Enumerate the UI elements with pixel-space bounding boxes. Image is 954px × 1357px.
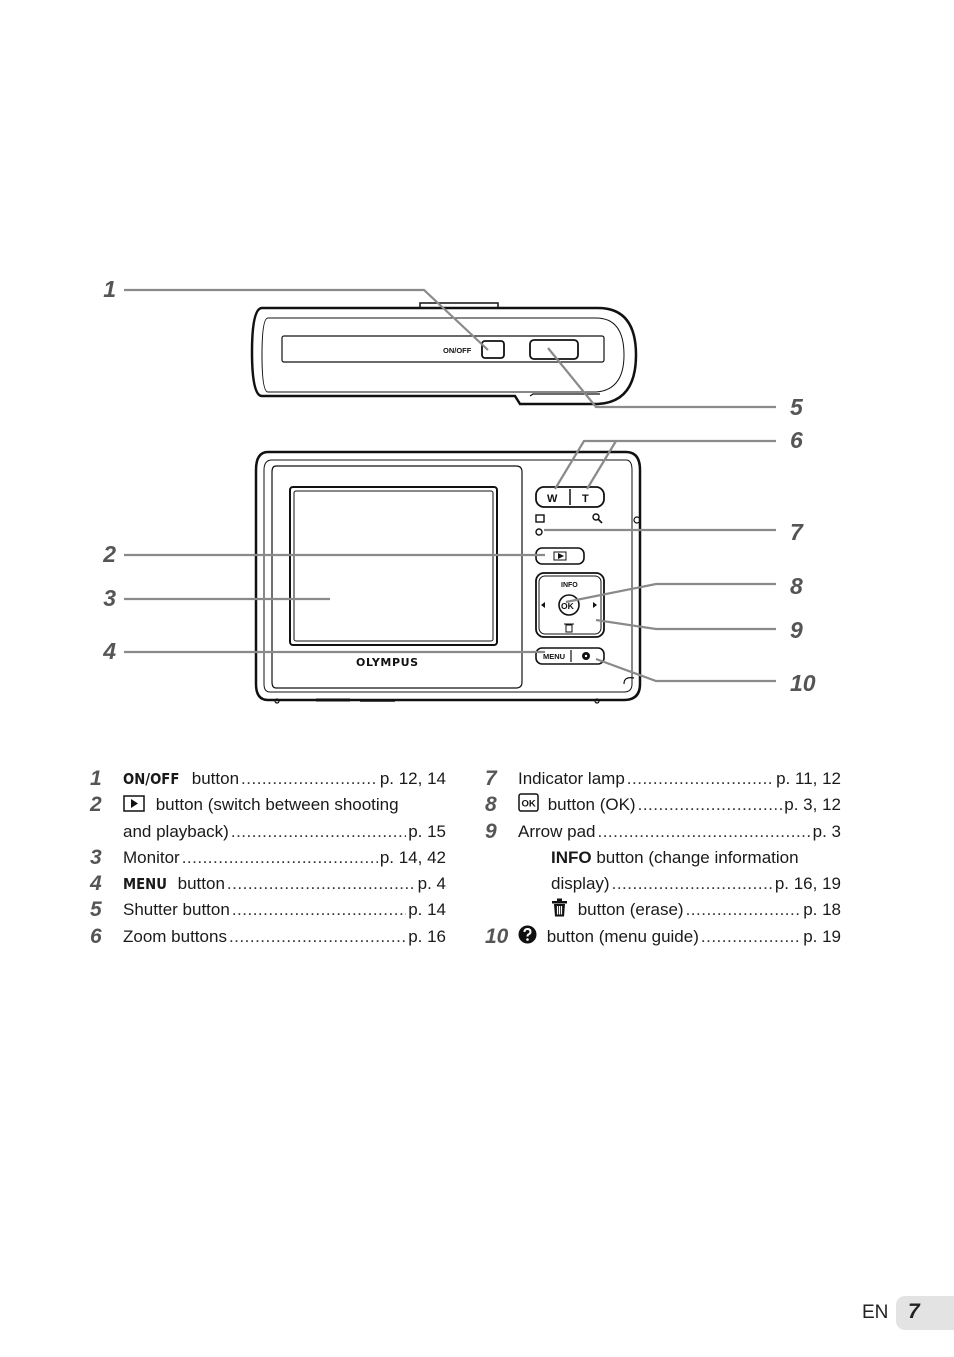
legend-num: 5 bbox=[90, 898, 102, 922]
legend-num: 2 bbox=[90, 793, 102, 817]
legend-label: Indicator lamp bbox=[518, 769, 625, 788]
legend-item-10: 10 button (menu guide) p. 19 bbox=[485, 924, 841, 950]
trash-icon bbox=[552, 898, 567, 917]
legend-item-4: 4 MENU button p. 4 bbox=[90, 871, 446, 897]
legend-item-1: 1 ON/OFF button p. 12, 14 bbox=[90, 766, 446, 792]
legend-item-9-info-cont: display) p. 16, 19 bbox=[485, 871, 841, 897]
legend-num: 3 bbox=[90, 845, 102, 869]
legend-label: button bbox=[187, 769, 240, 788]
brand-logo: OLYMPUS bbox=[356, 656, 419, 669]
legend-num: 6 bbox=[90, 924, 102, 948]
legend-num: 10 bbox=[485, 924, 509, 948]
legend-right: 7 Indicator lamp p. 11, 12 8 OK button (… bbox=[485, 766, 841, 950]
legend-num: 8 bbox=[485, 793, 497, 817]
arrow-pad bbox=[535, 572, 605, 638]
legend-num: 4 bbox=[90, 872, 102, 896]
info-label: INFO bbox=[561, 582, 578, 589]
legend-item-3: 3 Monitor p. 14, 42 bbox=[90, 845, 446, 871]
camera-diagram: ON/OFF bbox=[124, 288, 776, 704]
menu-label: MENU bbox=[543, 652, 565, 661]
callout-8: 8 bbox=[790, 573, 803, 599]
on-off-label: ON/OFF bbox=[443, 346, 472, 355]
legend-item-6: 6 Zoom buttons p. 16 bbox=[90, 924, 446, 950]
callout-4: 4 bbox=[103, 638, 116, 664]
legend-label: button (menu guide) bbox=[542, 926, 699, 946]
legend-label-cont: display) bbox=[551, 874, 610, 894]
legend-label: button (switch between shooting bbox=[151, 795, 399, 815]
legend-page: p. 11, 12 bbox=[776, 769, 841, 788]
callout-9: 9 bbox=[790, 617, 803, 643]
callout-6: 6 bbox=[790, 427, 803, 453]
menu-button bbox=[535, 647, 605, 665]
callout-2: 2 bbox=[103, 541, 116, 567]
ok-icon: OK bbox=[518, 793, 539, 813]
language-label: EN bbox=[862, 1302, 889, 1323]
legend-label: button (erase) bbox=[573, 900, 684, 920]
legend-label: Zoom buttons bbox=[123, 926, 227, 946]
page-number-tab bbox=[896, 1296, 954, 1330]
legend-item-7: 7 Indicator lamp p. 11, 12 bbox=[485, 766, 841, 792]
help-icon bbox=[518, 925, 537, 944]
legend-label: button bbox=[172, 874, 225, 894]
legend-page: p. 16 bbox=[408, 926, 446, 946]
zoom-wide-label: W bbox=[547, 493, 558, 505]
legend-num: 7 bbox=[485, 767, 497, 790]
legend-page: p. 14, 42 bbox=[379, 847, 446, 867]
callout-7: 7 bbox=[790, 519, 803, 545]
playback-icon bbox=[123, 795, 145, 813]
legend-item-2-cont: and playback) p. 15 bbox=[90, 819, 446, 845]
callout-5: 5 bbox=[790, 394, 803, 420]
legend-page: p. 15 bbox=[408, 821, 446, 841]
page-number: 7 bbox=[908, 1300, 920, 1323]
legend-page: p. 3 bbox=[812, 821, 841, 841]
callout-lines bbox=[124, 288, 776, 683]
legend-page: p. 16, 19 bbox=[774, 874, 841, 894]
svg-text:OK: OK bbox=[522, 799, 536, 810]
legend-page: p. 18 bbox=[803, 900, 841, 920]
legend-page: p. 12, 14 bbox=[379, 769, 446, 788]
legend-label-cont: and playback) bbox=[123, 821, 229, 841]
camera-top-view bbox=[250, 302, 638, 406]
legend-page: p. 19 bbox=[803, 926, 841, 946]
ok-button bbox=[558, 594, 580, 616]
info-text: INFO bbox=[551, 847, 592, 867]
callout-10: 10 bbox=[790, 670, 816, 696]
legend-page: p. 3, 12 bbox=[784, 795, 841, 815]
legend-item-9-info: INFO button (change information bbox=[485, 845, 841, 871]
legend-item-9: 9 Arrow pad p. 3 bbox=[485, 819, 841, 845]
legend-label: Arrow pad bbox=[518, 821, 596, 841]
ok-label: OK bbox=[561, 601, 575, 611]
callout-3: 3 bbox=[103, 585, 116, 611]
legend-page: p. 14 bbox=[408, 900, 446, 920]
legend-label: Monitor bbox=[123, 847, 180, 867]
legend-item-2: 2 button (switch between shooting bbox=[90, 792, 446, 818]
callout-1: 1 bbox=[103, 276, 116, 302]
legend-num: 9 bbox=[485, 819, 497, 843]
camera-back-view bbox=[254, 450, 642, 704]
legend-item-8: 8 OK button (OK) p. 3, 12 bbox=[485, 792, 841, 818]
legend-page: p. 4 bbox=[417, 874, 446, 894]
legend-label: Shutter button bbox=[123, 900, 230, 920]
legend-left: 1 ON/OFF button p. 12, 14 2 button (swit… bbox=[90, 766, 446, 950]
legend-item-9-erase: button (erase) p. 18 bbox=[485, 897, 841, 923]
menu-text: MENU bbox=[123, 875, 167, 894]
zoom-tele-label: T bbox=[582, 493, 589, 505]
legend-item-5: 5 Shutter button p. 14 bbox=[90, 897, 446, 923]
legend-label: button (change information bbox=[591, 847, 799, 867]
on-off-text: ON/OFF bbox=[123, 770, 180, 788]
zoom-button bbox=[535, 486, 605, 508]
legend-label: button (OK) bbox=[543, 795, 636, 815]
legend-num: 1 bbox=[90, 767, 102, 790]
